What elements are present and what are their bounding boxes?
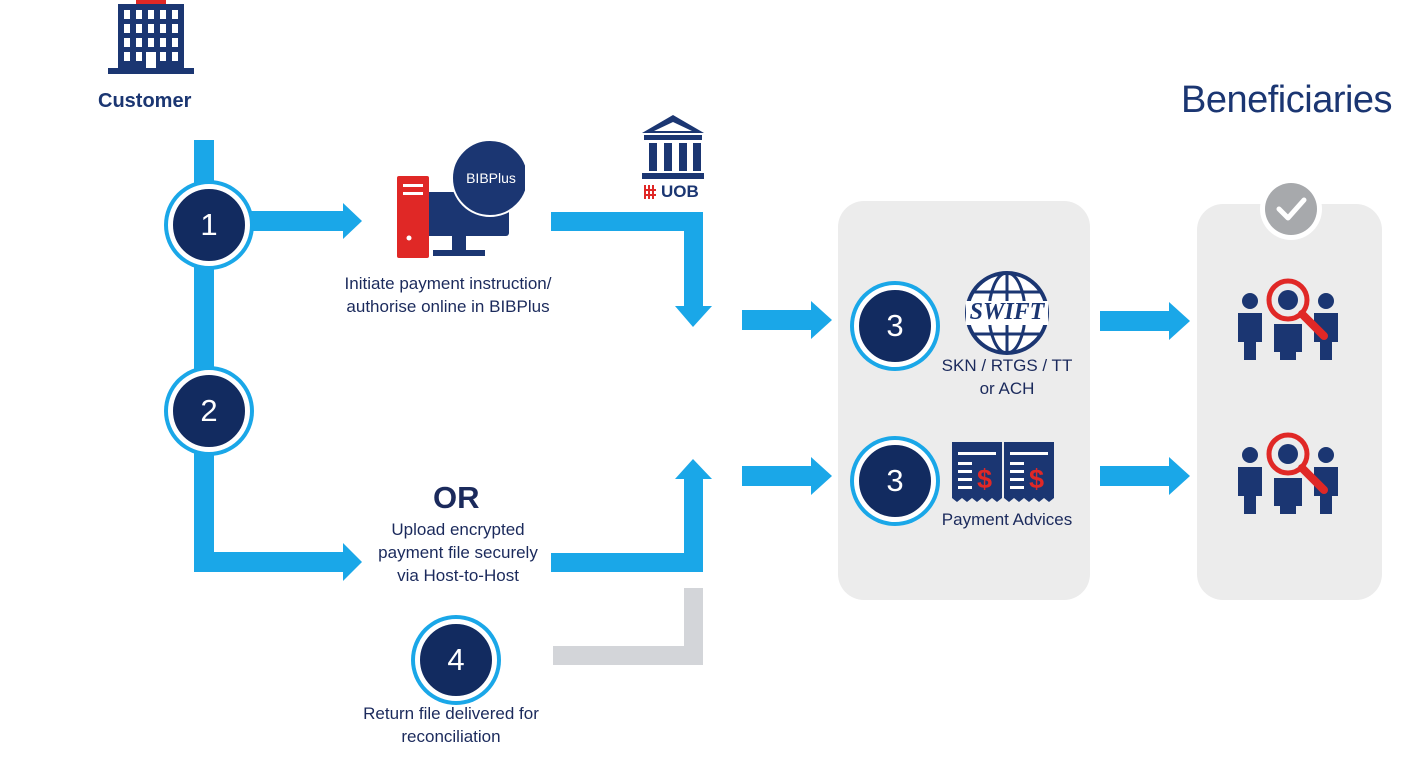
beneficiaries-panel bbox=[1197, 204, 1382, 600]
checkmark-icon bbox=[1258, 176, 1324, 242]
beneficiary-group-icon-2 bbox=[1234, 428, 1344, 516]
swift-caption-line1: SKN / RTGS / TT bbox=[941, 356, 1073, 375]
swift-caption: SKN / RTGS / TT or ACH bbox=[920, 354, 1094, 400]
uob-red-mark bbox=[644, 185, 658, 199]
host-to-host-line2: payment file securely bbox=[378, 543, 538, 562]
swift-globe-icon bbox=[962, 270, 1052, 356]
host-to-host-line3: via Host-to-Host bbox=[397, 566, 519, 585]
step-3-advice-badge: 3 bbox=[854, 440, 936, 522]
step-4-badge: 4 bbox=[415, 619, 497, 701]
payment-channel-panel bbox=[838, 201, 1090, 600]
step-1-badge: 1 bbox=[168, 184, 250, 266]
bibplus-caption: Initiate payment instruction/ authorise … bbox=[318, 272, 578, 318]
return-file-line1: Return file delivered for bbox=[363, 704, 539, 723]
swift-caption-line2: or ACH bbox=[979, 379, 1035, 398]
payment-advice-icon bbox=[950, 438, 1058, 504]
payment-advice-dollar-left: $ bbox=[977, 464, 993, 494]
bibplus-caption-line1: Initiate payment instruction/ bbox=[344, 274, 552, 293]
return-file-caption: Return file delivered for reconciliation bbox=[345, 702, 557, 748]
step-3-swift-badge: 3 bbox=[854, 285, 936, 367]
payment-advice-dollar-right: $ bbox=[1029, 464, 1045, 494]
bank-icon bbox=[640, 113, 706, 183]
or-label: OR bbox=[433, 480, 480, 515]
swift-logo-text: SWIFT bbox=[969, 299, 1045, 325]
return-file-line2: reconciliation bbox=[401, 727, 501, 746]
beneficiaries-title: Beneficiaries bbox=[1181, 79, 1393, 121]
host-to-host-caption: Upload encrypted payment file securely v… bbox=[348, 518, 568, 587]
bibplus-caption-line2: authorise online in BIBPlus bbox=[346, 297, 550, 316]
bibplus-logo-text: BIBPlus bbox=[466, 170, 516, 186]
uob-logo-text: UOB bbox=[661, 182, 699, 201]
host-to-host-line1: Upload encrypted bbox=[391, 520, 525, 539]
bibplus-computer-icon bbox=[395, 138, 529, 264]
step-2-badge: 2 bbox=[168, 370, 250, 452]
beneficiary-group-icon bbox=[1234, 274, 1344, 362]
building-icon bbox=[106, 0, 196, 76]
customer-label: Customer bbox=[98, 90, 192, 112]
payment-advices-label: Payment Advices bbox=[941, 510, 1073, 529]
